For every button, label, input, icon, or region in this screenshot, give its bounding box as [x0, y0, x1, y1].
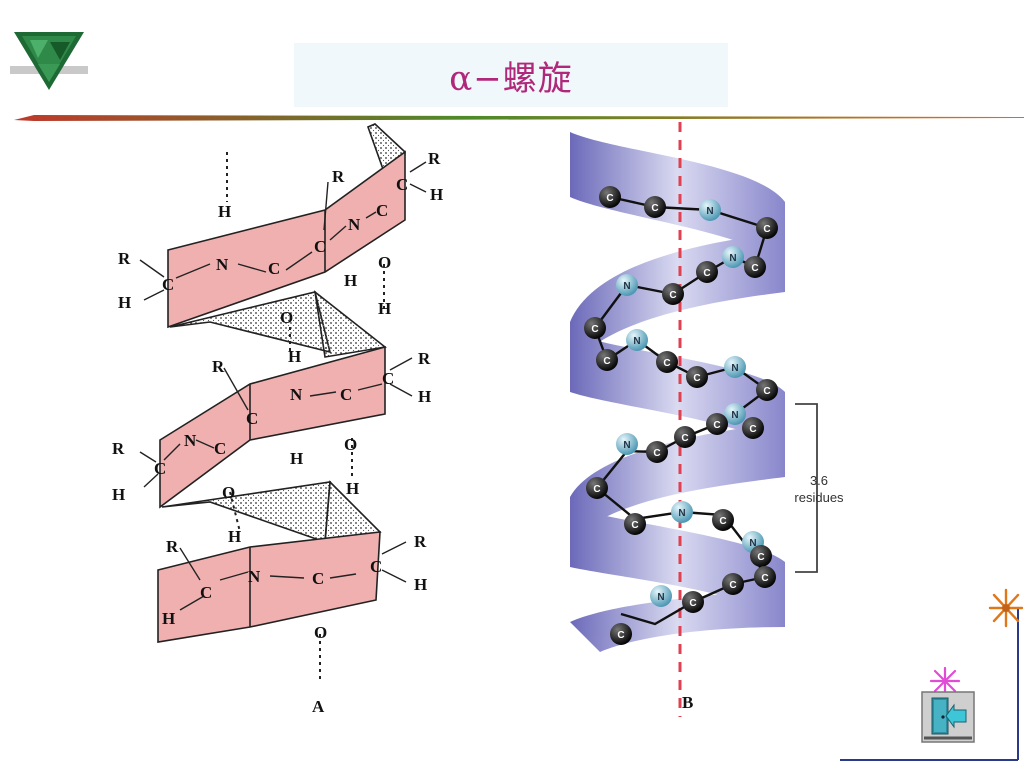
atom-o: O: [378, 253, 391, 272]
node-n: N: [706, 206, 713, 217]
atom-o: O: [280, 308, 293, 327]
atom-c: C: [246, 409, 258, 428]
atom-c: C: [376, 201, 388, 220]
residues-value: 3.6: [809, 473, 829, 488]
atom-c: C: [268, 259, 280, 278]
atom-c: C: [154, 459, 166, 478]
atom-r: R: [166, 537, 179, 556]
atom-r: R: [118, 249, 131, 268]
atom-h: H: [430, 185, 443, 204]
node-n: N: [623, 281, 630, 292]
atom-r: R: [418, 349, 431, 368]
atom-h: H: [118, 293, 131, 312]
title-box: α−螺旋: [294, 43, 728, 107]
node-n: N: [657, 592, 664, 603]
atom-h: H: [378, 299, 391, 318]
atom-n: N: [184, 431, 197, 450]
atom-h: H: [162, 609, 175, 628]
figure-a-label: A: [312, 697, 325, 716]
node-n: N: [678, 508, 685, 519]
atom-o: O: [222, 483, 235, 502]
pink-starburst-icon: [929, 666, 961, 696]
residues-annotation: 3.6 residues: [774, 472, 864, 506]
node-c: C: [689, 598, 696, 609]
node-c: C: [606, 193, 613, 204]
atom-h: H: [346, 479, 359, 498]
node-n: N: [623, 440, 630, 451]
atom-h: H: [288, 347, 301, 366]
node-c: C: [713, 420, 720, 431]
atom-n: N: [290, 385, 303, 404]
node-c: C: [719, 516, 726, 527]
exit-button-icon[interactable]: [920, 690, 976, 744]
atom-h: H: [344, 271, 357, 290]
atom-c: C: [162, 275, 174, 294]
corner-divider: [840, 608, 1019, 761]
orange-starburst-icon: [988, 588, 1024, 628]
atom-c: C: [370, 557, 382, 576]
header-divider: [14, 115, 1024, 121]
atom-h: H: [290, 449, 303, 468]
node-c: C: [603, 356, 610, 367]
atom-n: N: [248, 567, 261, 586]
node-c: C: [591, 324, 598, 335]
atom-o: O: [314, 623, 327, 642]
node-c: C: [749, 424, 756, 435]
node-c: C: [663, 358, 670, 369]
node-c: C: [763, 386, 770, 397]
node-c: C: [593, 484, 600, 495]
node-c: C: [631, 520, 638, 531]
atom-r: R: [414, 532, 427, 551]
node-c: C: [757, 552, 764, 563]
atom-h: H: [418, 387, 431, 406]
node-n: N: [633, 336, 640, 347]
atom-n: N: [348, 215, 361, 234]
node-c: C: [693, 373, 700, 384]
atom-c: C: [214, 439, 226, 458]
node-c: C: [617, 630, 624, 641]
atom-c: C: [200, 583, 212, 602]
atom-h: H: [218, 202, 231, 221]
atom-c: C: [314, 237, 326, 256]
atom-c: C: [312, 569, 324, 588]
atom-h: H: [414, 575, 427, 594]
node-c: C: [761, 573, 768, 584]
node-n: N: [731, 363, 738, 374]
page-title: α−螺旋: [449, 58, 573, 99]
atom-n: N: [216, 255, 229, 274]
node-n: N: [731, 410, 738, 421]
atom-r: R: [428, 149, 441, 168]
residues-unit: residues: [794, 490, 844, 505]
atom-r: R: [332, 167, 345, 186]
logo-triangle-icon: [10, 32, 88, 90]
node-c: C: [651, 203, 658, 214]
node-c: C: [669, 290, 676, 301]
node-c: C: [763, 224, 770, 235]
atom-o: O: [344, 435, 357, 454]
node-c: C: [729, 580, 736, 591]
node-n: N: [749, 538, 756, 549]
node-c: C: [653, 448, 660, 459]
atom-c: C: [382, 369, 394, 388]
node-c: C: [681, 433, 688, 444]
atom-h: H: [112, 485, 125, 504]
node-c: C: [703, 268, 710, 279]
atom-r: R: [112, 439, 125, 458]
atom-c: C: [396, 175, 408, 194]
atom-r: R: [212, 357, 225, 376]
figure-a-helix-ribbon: H R R C H C N C O H R C H N C O H H R R …: [112, 123, 443, 682]
figure-b-helix-chain: C C N C N C C C N C C N C C N C N C C C …: [570, 122, 818, 717]
node-c: C: [751, 263, 758, 274]
figure-b-label: B: [682, 693, 694, 712]
atom-c: C: [340, 385, 352, 404]
node-n: N: [729, 253, 736, 264]
atom-h: H: [228, 527, 241, 546]
